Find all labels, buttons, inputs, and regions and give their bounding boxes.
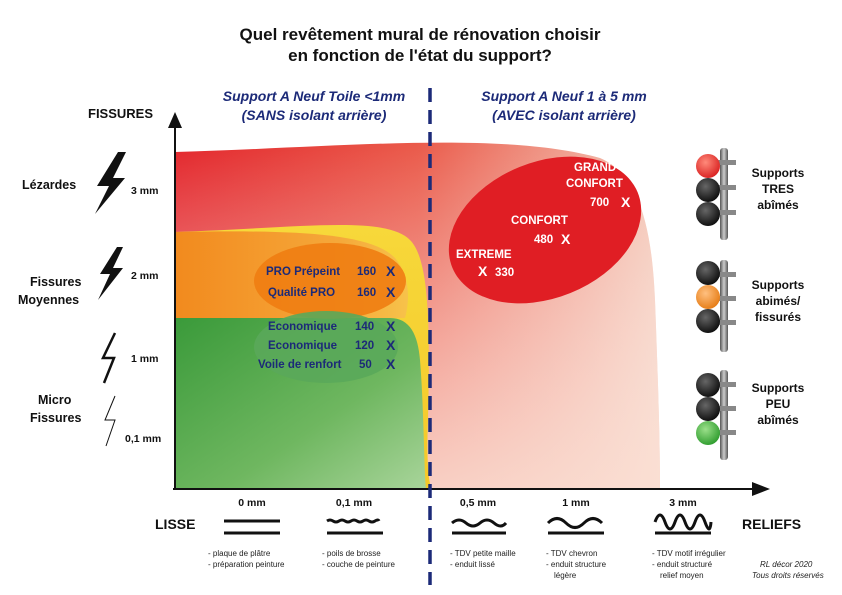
support-red-line-2: TRES [762,182,794,196]
right-column-subtitle: (AVEC isolant arrière) [492,107,636,123]
crack-category-lezardes: Lézardes [22,178,76,192]
crack-category-fissures: Fissures [30,275,81,289]
green-products-ellipse [254,311,398,383]
support-red-line-3: abîmés [757,198,799,212]
support-orange-line-3: fissurés [755,310,801,324]
traffic-light-orange-icon [696,260,736,352]
small-wave-line-icon [451,518,508,535]
product-name-economique-140: Economique [268,321,337,333]
relief-desc-01mm-1: - poils de brosse [322,549,381,558]
product-mark-voile-renfort: X [386,356,396,372]
product-value-confort: 480 [534,234,553,246]
product-name-pro-prepeint: PRO Prépeint [266,266,340,278]
product-value-qualite-pro: 160 [357,287,376,299]
x-axis-left-label: LISSE [155,516,195,532]
relief-size-3mm: 3 mm [669,497,696,509]
relief-size-0mm: 0 mm [238,497,265,509]
product-value-grand-confort: 700 [590,197,609,209]
traffic-light-green-icon [696,370,736,460]
crack-category-fissures-micro: Fissures [30,411,81,425]
product-value-pro-prepeint: 160 [357,266,376,278]
product-name-voile-renfort: Voile de renfort [258,359,342,371]
product-name-grand: GRAND [574,162,616,174]
y-axis-label: FISSURES [88,106,153,121]
support-red-line-1: Supports [752,166,805,180]
product-mark-grand-confort: X [621,194,631,210]
relief-desc-0mm-2: - préparation peinture [208,560,285,569]
left-column-subtitle: (SANS isolant arrière) [242,107,387,123]
slight-wave-line-icon [326,518,383,535]
product-name-extreme: EXTREME [456,249,512,261]
y-axis-arrow [168,112,182,128]
relief-desc-05mm-1: - TDV petite maille [450,549,516,558]
support-orange-line-1: Supports [752,278,805,292]
crack-size-3mm: 3 mm [131,185,158,197]
relief-desc-1mm-2: - enduit structure [546,560,607,569]
crack-size-2mm: 2 mm [131,270,158,282]
product-value-extreme: 330 [495,267,514,279]
x-axis-right-label: RELIEFS [742,516,801,532]
product-mark-economique-140: X [386,318,396,334]
deep-wave-line-icon [653,513,713,535]
left-column-title: Support A Neuf Toile <1mm [223,88,405,104]
traffic-light-red-icon [696,148,736,240]
relief-size-01mm: 0,1 mm [336,497,372,509]
right-column-title: Support A Neuf 1 à 5 mm [481,88,646,104]
relief-desc-3mm-3: relief moyen [660,571,704,580]
product-mark-pro-prepeint: X [386,263,396,279]
crack-category-micro: Micro [38,393,72,407]
product-value-voile-renfort: 50 [359,359,372,371]
product-mark-economique-120: X [386,337,396,353]
credit-line-1: RL décor 2020 [760,560,813,569]
credit-line-2: Tous droits réservés [752,571,824,580]
title-line-1: Quel revêtement mural de rénovation choi… [239,25,601,44]
crack-size-01mm: 0,1 mm [125,433,161,445]
product-mark-extreme: X [478,263,488,279]
support-green-line-3: abîmés [757,413,799,427]
relief-desc-3mm-2: - enduit structuré [652,560,713,569]
orange-products-ellipse [254,243,406,319]
relief-desc-01mm-2: - couche de peinture [322,560,395,569]
relief-desc-3mm-1: - TDV motif irrégulier [652,549,726,558]
relief-desc-1mm-3: légère [554,571,577,580]
product-value-economique-140: 140 [355,321,374,333]
product-name-confort-grand: CONFORT [566,178,623,190]
relief-size-05mm: 0,5 mm [460,497,496,509]
relief-size-1mm: 1 mm [562,497,589,509]
lightning-bolt-medium-icon [98,247,123,300]
relief-desc-1mm-1: - TDV chevron [546,549,597,558]
relief-desc-05mm-2: - enduit lissé [450,560,495,569]
product-name-qualite-pro: Qualité PRO [268,287,335,299]
crack-size-1mm: 1 mm [131,353,158,365]
crack-category-moyennes: Moyennes [18,293,79,307]
product-mark-confort: X [561,231,571,247]
relief-desc-0mm-1: - plaque de plâtre [208,549,271,558]
support-green-line-1: Supports [752,381,805,395]
title-line-2: en fonction de l'état du support? [288,46,552,65]
support-orange-line-2: abimés/ [756,294,801,308]
product-mark-qualite-pro: X [386,284,396,300]
lightning-bolt-large-icon [95,152,126,214]
product-name-economique-120: Economique [268,340,337,352]
medium-wave-line-icon [546,517,604,535]
support-green-line-2: PEU [766,397,791,411]
lightning-bolt-outline-icon [104,395,116,447]
product-value-economique-120: 120 [355,340,374,352]
flat-line-icon [224,519,280,535]
product-name-confort: CONFORT [511,215,568,227]
lightning-bolt-small-icon [101,332,117,384]
red-products-ellipse [448,156,642,304]
x-axis-arrow [752,482,770,496]
page-title: Quel revêtement mural de rénovation choi… [200,24,640,66]
